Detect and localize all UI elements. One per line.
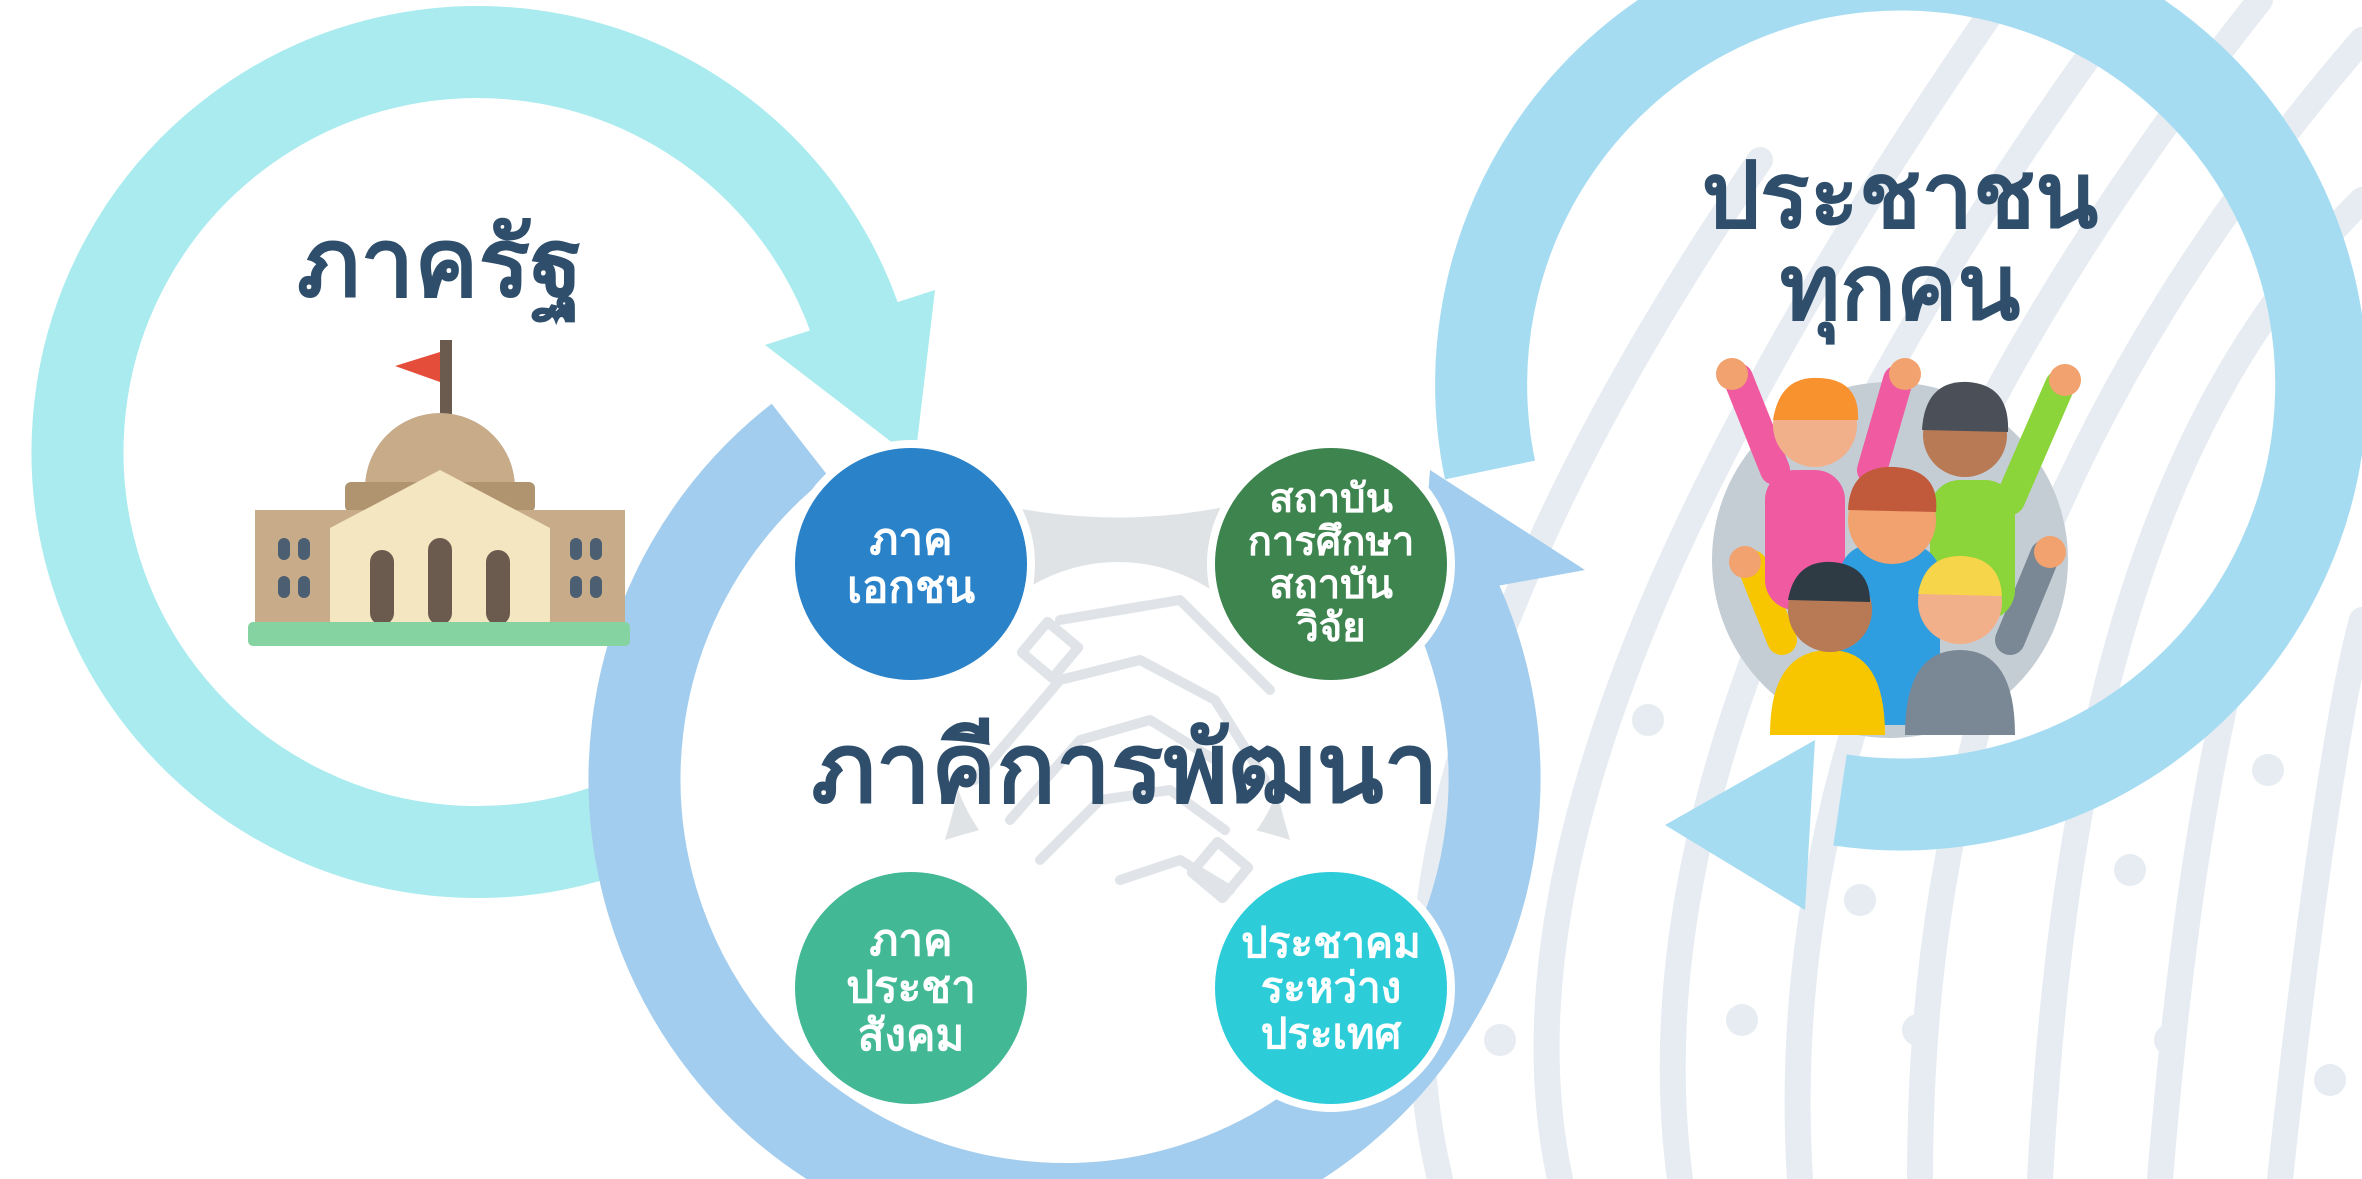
development-partners-title: ภาคีการพัฒนา (811, 712, 1439, 826)
node-private-sector-line-1: ภาค (869, 514, 953, 566)
node-international-community: ประชาคม ระหว่าง ประเทศ (1207, 864, 1455, 1112)
node-international-line-3: ประเทศ (1260, 1008, 1402, 1058)
node-international-line-1: ประชาคม (1241, 917, 1421, 967)
node-academic-line-1: สถาบัน (1269, 475, 1393, 522)
government-building-icon (248, 340, 630, 646)
node-academic-line-4: วิจัย (1296, 605, 1366, 652)
government-sector-title: ภาครัฐ (297, 207, 583, 319)
crowd-people-icon (1712, 358, 2081, 738)
all-citizens-title-line-1: ประชาชน (1701, 142, 2099, 249)
node-international-line-2: ระหว่าง (1260, 963, 1402, 1013)
node-civil-society-line-3: สังคม (857, 1009, 965, 1061)
center-cycle-arrow (588, 403, 1585, 1179)
all-citizens-title: ประชาชน ทุกคน (1640, 150, 2160, 334)
node-private-sector: ภาค เอกชน (787, 440, 1035, 688)
node-civil-society: ภาค ประชา สังคม (787, 864, 1035, 1112)
node-academic-research-institutes: สถาบัน การศึกษา สถาบัน วิจัย (1207, 440, 1455, 688)
node-private-sector-line-2: เอกชน (846, 562, 976, 613)
node-academic-line-3: สถาบัน (1269, 562, 1393, 608)
node-civil-society-line-1: ภาค (869, 914, 953, 966)
right-cycle-arrow (1435, 0, 2362, 910)
handshake-icon (970, 595, 1275, 904)
node-civil-society-line-2: ประชา (846, 962, 976, 1014)
all-citizens-title-line-2: ทุกคน (1779, 234, 2021, 341)
node-academic-line-2: การศึกษา (1247, 518, 1415, 565)
left-cycle-arrow (31, 6, 935, 899)
